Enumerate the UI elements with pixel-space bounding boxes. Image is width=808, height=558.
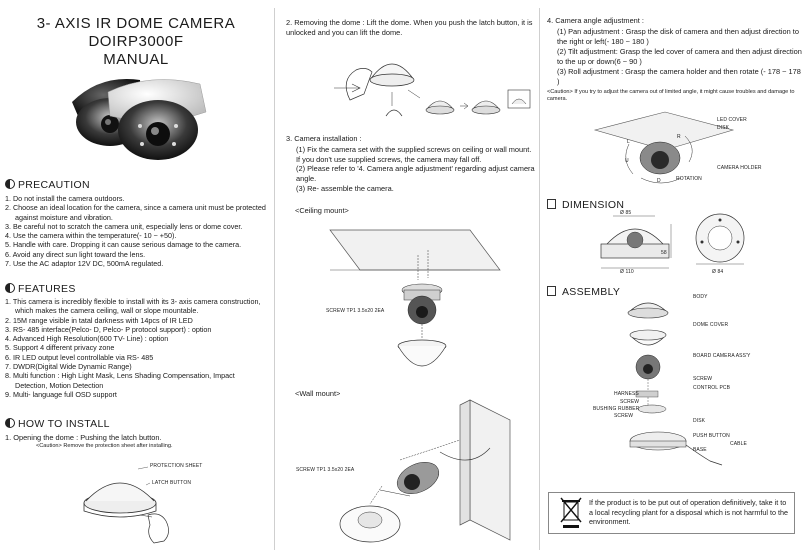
label-base: BASE [693, 447, 707, 453]
list-item: 1. Do not install the camera outdoors. [5, 194, 125, 203]
assembly-heading: ASSEMBLY [547, 286, 620, 298]
opening-dome-illustration [83, 466, 169, 544]
assembly-exploded-view [627, 302, 723, 466]
angle-adjustment-heading: 4. Camera angle adjustment : [547, 16, 644, 25]
dimension-top-view [695, 213, 745, 265]
dimension-heading: DIMENSION [547, 199, 624, 211]
label-r: R [677, 134, 681, 140]
list-item: 7. Use the AC adaptor 12V DC, 500mA regu… [5, 259, 164, 269]
removing-dome-illustration [334, 63, 531, 117]
label-protection-sheet: PROTECTION SHEET [150, 463, 203, 469]
features-heading: FEATURES [5, 283, 76, 295]
label-board: BOARD CAMERA ASS'Y [693, 353, 751, 359]
title-line-2: DOIRP3000F [88, 33, 184, 50]
precaution-list: 1. Do not install the camera outdoors. 2… [5, 194, 267, 268]
label-screw-wall: SCREW TP1 3.5x20 2EA [296, 467, 355, 473]
install-step-1-caution: <Caution> Remove the protection sheet af… [36, 443, 173, 449]
recycle-text: If the product is to be put out of opera… [589, 498, 788, 527]
install-step-2: 2. Removing the dome : Lift the dome. Wh… [286, 18, 533, 37]
dim-58: 58 [661, 250, 667, 256]
angle-item-roll: (3) Roll adjustment : Grasp the camera h… [557, 67, 801, 86]
wall-mount-illustration [339, 399, 511, 543]
half-circle-icon [5, 179, 15, 189]
install-step-3-item-3: (3) Re- assemble the camera. [296, 184, 394, 193]
title-line-3: MANUAL [103, 51, 169, 68]
label-latch-button: LATCH BUTTON [152, 480, 192, 486]
list-item: 1. This camera is incredibly flexible to… [5, 297, 261, 316]
list-item: 6. Avoid any direct sun light toward the… [5, 249, 146, 259]
label-rotation: ROTATION [676, 176, 702, 182]
half-circle-icon [5, 283, 15, 293]
dim-84: Ø 84 [712, 269, 724, 275]
list-item: 5. Support 4 different privacy zone [5, 343, 115, 353]
install-step-1: 1. Opening the dome : Pushing the latch … [5, 433, 162, 442]
wall-mount-label: <Wall mount> [295, 389, 341, 398]
label-bushing: BUSHING RUBBER [593, 406, 640, 412]
dome-camera-photo [72, 78, 207, 160]
label-u: U [625, 158, 629, 164]
precaution-heading: PRECAUTION [5, 179, 90, 191]
list-item: 4. Use the camera within the temperature… [5, 231, 177, 241]
list-item: 7. DWDR(Digital Wide Dynamic Range) [5, 362, 132, 372]
install-step-3-item-2: (2) Please refer to '4. Camera angle adj… [296, 164, 535, 183]
label-control-pcb: CONTROL PCB [693, 385, 731, 391]
list-item: 6. IR LED output level controllable via … [5, 352, 154, 362]
label-d: D [657, 178, 661, 184]
dimension-side-view [600, 215, 672, 269]
label-cable: CABLE [730, 441, 747, 447]
half-circle-icon [5, 418, 15, 428]
label-l: L [627, 139, 630, 145]
recycling-notice: If the product is to be put out of opera… [548, 492, 795, 534]
crossed-bin-icon [560, 497, 582, 528]
label-led-cover: LED COVER [717, 117, 747, 123]
title-line-1: 3- AXIS IR DOME CAMERA [36, 15, 236, 32]
list-item: 9. Multi- language full OSD support [5, 389, 117, 399]
label-screw-1: SCREW [693, 376, 713, 382]
ceiling-mount-label: <Ceiling mount> [295, 206, 349, 215]
label-dome-cover: DOME COVER [693, 322, 729, 328]
list-item: 8. Multi function : High Light Mask, Len… [5, 371, 235, 390]
label-camera-holder: CAMERA HOLDER [717, 165, 762, 171]
list-item: 5. Handle with care. Dropping it can cau… [5, 240, 242, 250]
label-push-button: PUSH BUTTON [693, 433, 730, 439]
install-step-3-heading: 3. Camera installation : [286, 134, 362, 143]
label-screw-2: SCREW [620, 399, 640, 405]
label-body: BODY [693, 294, 708, 300]
angle-item-pan: (1) Pan adjustment : Grasp the disk of c… [557, 27, 799, 46]
square-bullet-icon [547, 286, 556, 296]
angle-adjustment-illustration [593, 111, 735, 184]
list-item: 3. RS- 485 interface(Pelco- D, Pelco- P … [5, 324, 212, 334]
label-harness: HARNESS [614, 391, 639, 397]
list-item: 3. Be careful not to scratch the camera … [5, 221, 243, 231]
features-list: 1. This camera is incredibly flexible to… [5, 297, 267, 399]
label-disk: DISK [717, 125, 730, 131]
how-to-install-heading: HOW TO INSTALL [5, 418, 110, 430]
dim-110: Ø 110 [620, 269, 634, 275]
dim-85: Ø 85 [620, 210, 632, 216]
angle-caution: <Caution> If you try to adjust the camer… [547, 89, 795, 102]
angle-item-tilt: (2) Tilt adjustment: Grasp the led cover… [557, 47, 802, 66]
square-bullet-icon [547, 199, 556, 209]
label-screw-ceiling: SCREW TP1 3.5x20 2EA [326, 308, 385, 314]
label-disk-assembly: DISK [693, 418, 706, 424]
install-step-3-item-1: (1) Fix the camera set with the supplied… [296, 145, 532, 164]
list-item: 2. 15M range visible in tatal darkness w… [5, 315, 193, 325]
label-screw-3: SCREW [614, 413, 634, 419]
ceiling-mount-illustration [329, 229, 501, 367]
list-item: 4. Advanced High Resolution(600 TV- Line… [5, 334, 169, 344]
list-item: 2. Choose an ideal location for the came… [5, 203, 266, 222]
